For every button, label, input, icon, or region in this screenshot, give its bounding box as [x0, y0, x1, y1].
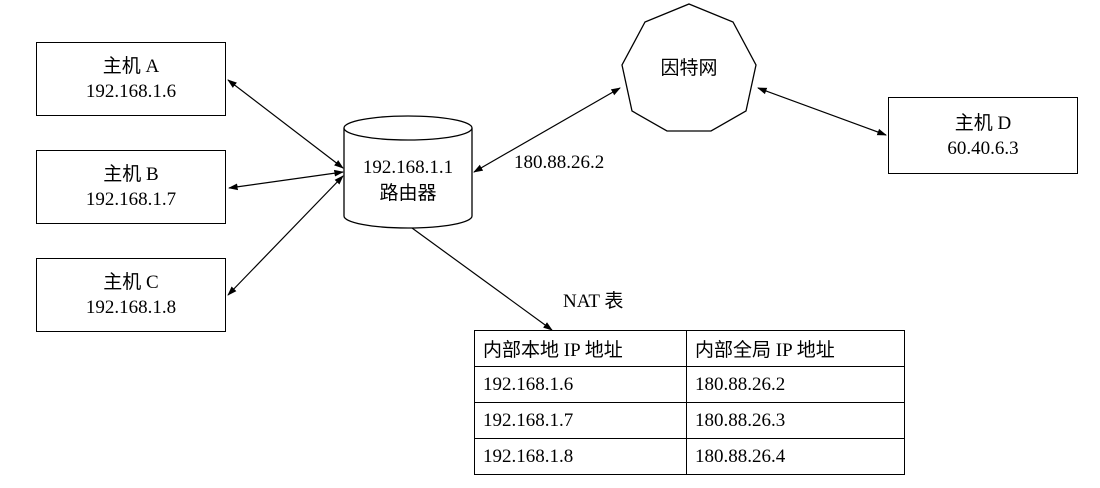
host-c-ip: 192.168.1.8	[85, 297, 177, 318]
table-row: 192.168.1.6 180.88.26.2	[474, 366, 905, 403]
table-row: 192.168.1.8 180.88.26.4	[474, 438, 905, 475]
host-c-box: 主机 C 192.168.1.8	[36, 258, 226, 332]
link-internet-host-d	[757, 87, 887, 136]
host-c-name: 主机 C	[103, 272, 159, 293]
host-d-ip: 60.40.6.3	[947, 137, 1019, 159]
host-b-box: 主机 B 192.168.1.7	[36, 150, 226, 224]
host-a-ip: 192.168.1.6	[85, 81, 177, 102]
host-a-name: 主机 A	[102, 56, 160, 77]
link-router-internet	[473, 87, 621, 173]
host-d-box: 主机 D 60.40.6.3	[888, 97, 1078, 174]
internet-heptagon	[621, 3, 757, 132]
nat-header-inside-global: 内部全局 IP 地址	[686, 330, 905, 367]
internet-label: 因特网	[660, 58, 718, 79]
host-a-box: 主机 A 192.168.1.6	[36, 42, 226, 116]
nat-table: 内部本地 IP 地址 内部全局 IP 地址 192.168.1.6 180.88…	[474, 330, 905, 475]
router-label: 192.168.1.1 路由器	[344, 155, 472, 207]
host-b-ip: 192.168.1.7	[85, 189, 177, 210]
nat-cell-local: 192.168.1.7	[474, 402, 687, 439]
link-router-nat	[411, 227, 553, 331]
public-ip-label: 180.88.26.2	[514, 152, 605, 173]
nat-table-header-row: 内部本地 IP 地址 内部全局 IP 地址	[474, 330, 905, 367]
nat-table-title: NAT 表	[563, 291, 624, 312]
nat-cell-local: 192.168.1.6	[474, 366, 687, 403]
table-row: 192.168.1.7 180.88.26.3	[474, 402, 905, 439]
router-cylinder	[343, 115, 473, 229]
link-host-c	[227, 175, 344, 296]
nat-header-inside-local: 内部本地 IP 地址	[474, 330, 687, 367]
host-b-name: 主机 B	[103, 164, 159, 185]
host-d-name: 主机 D	[954, 112, 1012, 134]
nat-cell-global: 180.88.26.3	[686, 402, 905, 439]
nat-cell-global: 180.88.26.2	[686, 366, 905, 403]
nat-cell-global: 180.88.26.4	[686, 438, 905, 475]
link-host-a	[227, 79, 344, 169]
router-ip: 192.168.1.1	[362, 157, 454, 178]
nat-cell-local: 192.168.1.8	[474, 438, 687, 475]
router-name: 路由器	[379, 183, 437, 204]
link-host-b	[228, 169, 344, 191]
